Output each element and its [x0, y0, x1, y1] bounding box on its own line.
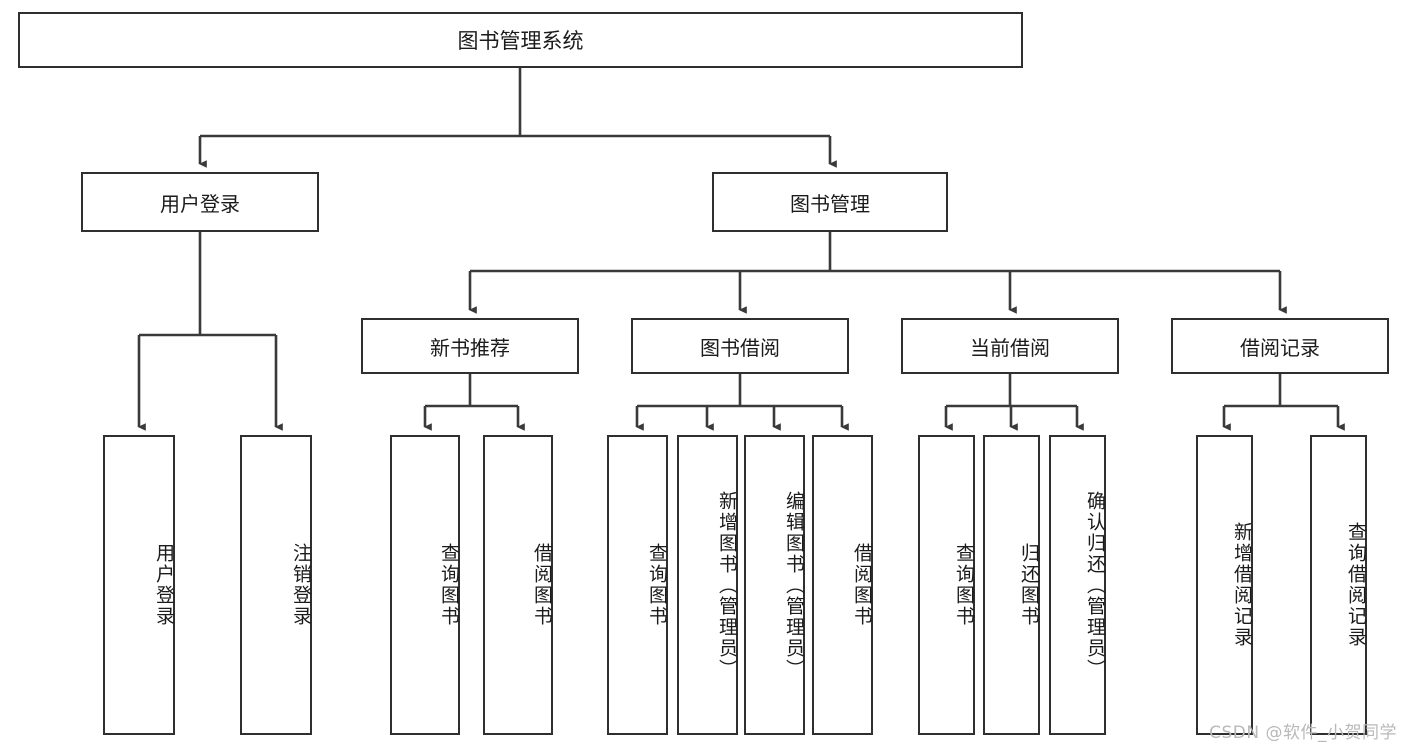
- watermark: CSDN @软件_小贺同学: [1209, 723, 1397, 743]
- node-leaf-query-record[interactable]: 查询借阅记录: [1310, 435, 1367, 735]
- node-leaf-query-book-2-label: 查询图书: [646, 543, 668, 627]
- node-user-login[interactable]: 用户登录: [81, 172, 319, 232]
- node-leaf-add-record[interactable]: 新增借阅记录: [1196, 435, 1253, 735]
- node-leaf-borrow-book-2-label: 借阅图书: [851, 543, 873, 627]
- node-leaf-add-book-label: 新增图书（管理员）: [716, 490, 738, 680]
- node-leaf-user-login-label: 用户登录: [153, 543, 175, 627]
- node-leaf-return-book[interactable]: 归还图书: [983, 435, 1040, 735]
- node-leaf-confirm-return-label: 确认归还（管理员）: [1084, 490, 1106, 680]
- node-leaf-query-record-label: 查询借阅记录: [1345, 522, 1367, 648]
- node-borrow-record[interactable]: 借阅记录: [1171, 318, 1389, 374]
- node-leaf-user-login[interactable]: 用户登录: [103, 435, 175, 735]
- node-leaf-logout[interactable]: 注销登录: [240, 435, 312, 735]
- node-new-book-recommend-label: 新书推荐: [430, 335, 510, 360]
- node-borrow-record-label: 借阅记录: [1240, 335, 1320, 360]
- node-leaf-query-book-3[interactable]: 查询图书: [918, 435, 975, 735]
- node-leaf-logout-label: 注销登录: [290, 543, 312, 627]
- node-leaf-edit-book[interactable]: 编辑图书（管理员）: [744, 435, 805, 735]
- node-leaf-query-book-1-label: 查询图书: [438, 543, 460, 627]
- node-leaf-borrow-book-1-label: 借阅图书: [531, 543, 553, 627]
- node-leaf-add-book[interactable]: 新增图书（管理员）: [677, 435, 738, 735]
- node-leaf-query-book-1[interactable]: 查询图书: [390, 435, 460, 735]
- node-leaf-borrow-book-2[interactable]: 借阅图书: [812, 435, 873, 735]
- node-book-borrow[interactable]: 图书借阅: [631, 318, 849, 374]
- node-book-borrow-label: 图书借阅: [700, 335, 780, 360]
- node-leaf-confirm-return[interactable]: 确认归还（管理员）: [1049, 435, 1106, 735]
- node-leaf-borrow-book-1[interactable]: 借阅图书: [483, 435, 553, 735]
- node-book-manage[interactable]: 图书管理: [712, 172, 948, 232]
- node-root[interactable]: 图书管理系统: [18, 12, 1023, 68]
- node-root-label: 图书管理系统: [457, 29, 584, 53]
- node-leaf-return-book-label: 归还图书: [1018, 543, 1040, 627]
- node-current-borrow[interactable]: 当前借阅: [901, 318, 1119, 374]
- node-user-login-label: 用户登录: [160, 191, 240, 216]
- node-leaf-add-record-label: 新增借阅记录: [1231, 522, 1253, 648]
- node-current-borrow-label: 当前借阅: [970, 335, 1050, 360]
- node-leaf-query-book-3-label: 查询图书: [953, 543, 975, 627]
- node-new-book-recommend[interactable]: 新书推荐: [361, 318, 579, 374]
- node-book-manage-label: 图书管理: [790, 191, 870, 216]
- node-leaf-edit-book-label: 编辑图书（管理员）: [783, 490, 805, 680]
- node-leaf-query-book-2[interactable]: 查询图书: [607, 435, 668, 735]
